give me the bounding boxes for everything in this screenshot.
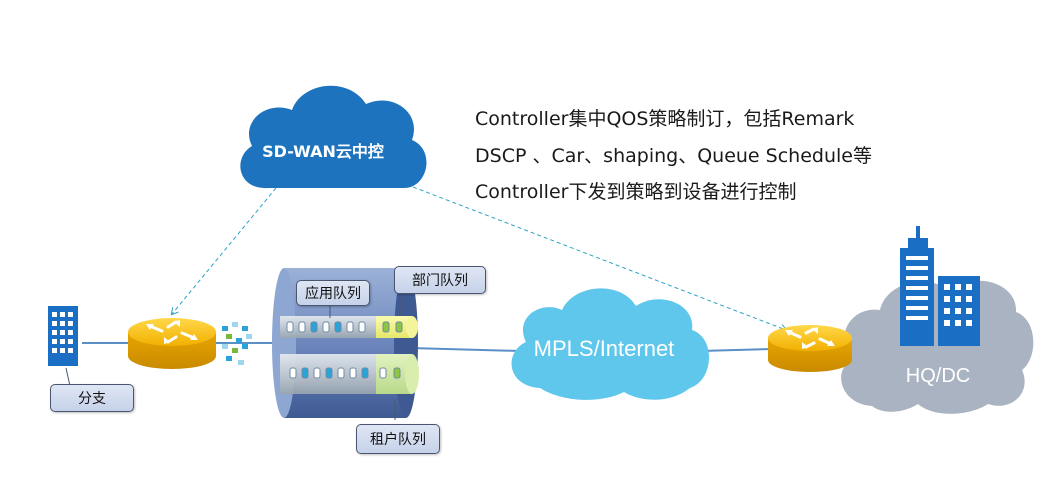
link-pipe-network xyxy=(409,347,521,352)
link-network-hq xyxy=(699,348,773,352)
branch-router-icon xyxy=(128,318,216,369)
department-queue-callout: 部门队列 xyxy=(394,266,486,294)
hq-router-icon xyxy=(768,325,852,372)
hq-building-icon xyxy=(900,226,980,346)
branch-building-icon xyxy=(48,306,78,366)
controller-label: SD-WAN云中控 xyxy=(262,142,384,161)
application-queue-callout: 应用队列 xyxy=(296,280,370,306)
control-link-branch xyxy=(172,187,277,314)
description-line-3: Controller下发到策略到设备进行控制 xyxy=(475,181,797,203)
network-label: MPLS/Internet xyxy=(534,336,675,361)
controller-cloud xyxy=(240,85,427,189)
control-link-hq xyxy=(399,181,786,330)
branch-callout: 分支 xyxy=(50,384,134,412)
packet-stream xyxy=(222,322,252,365)
description-line-2: DSCP 、Car、shaping、Queue Schedule等 xyxy=(475,145,872,167)
control-links xyxy=(172,181,786,330)
description-line-1: Controller集中QOS策略制订，包括Remark xyxy=(475,108,855,130)
data-links xyxy=(82,342,773,352)
tenant-queue-tube xyxy=(280,354,419,394)
network-cloud xyxy=(511,288,710,400)
application-queue-tube xyxy=(280,316,418,338)
hq-cloud xyxy=(841,280,1034,414)
hq-label: HQ/DC xyxy=(906,365,970,387)
tenant-queue-callout: 租户队列 xyxy=(356,424,440,454)
